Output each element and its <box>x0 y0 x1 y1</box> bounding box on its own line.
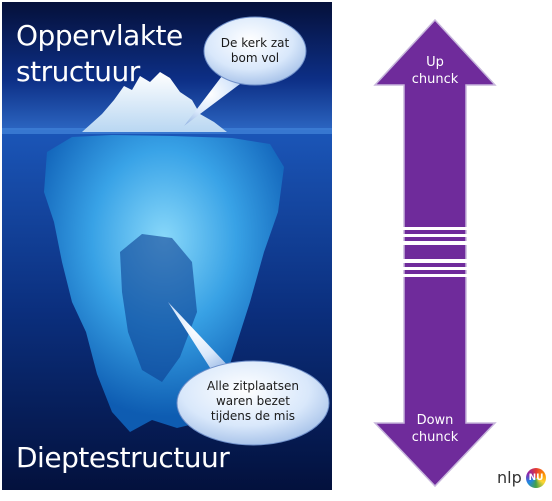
bubble-top-text: De kerk zat bom vol <box>207 36 303 66</box>
logo-text: nlp <box>497 468 522 487</box>
double-arrow-graphic <box>373 18 497 488</box>
bubble-bottom-tail <box>168 302 232 374</box>
iceberg-illustration <box>2 2 332 490</box>
nlp-nu-logo: nlp NU <box>497 467 549 491</box>
bubble-bottom-line3: tijdens de mis <box>210 409 296 423</box>
iceberg-tip <box>82 72 227 132</box>
bubble-top-tail <box>184 76 240 126</box>
bubble-bottom-line1: Alle zitplaatsen <box>206 379 299 393</box>
bubble-top-line2: bom vol <box>230 51 280 65</box>
break-stripe-1 <box>400 227 470 230</box>
deep-structure-label: Dieptestructuur <box>16 441 230 474</box>
break-stripe-3 <box>400 241 470 245</box>
break-stripe-6 <box>400 274 470 277</box>
surface-structure-label-line2: structuur <box>16 55 140 88</box>
up-chunk-line2: chunck <box>411 72 459 87</box>
bubble-top <box>203 16 307 86</box>
bubble-bottom <box>176 360 330 446</box>
iceberg-cavity <box>120 234 197 382</box>
break-stripe-4 <box>400 259 470 263</box>
up-chunk-label: Up chunck <box>360 54 510 88</box>
bubble-top-line1: De kerk zat <box>220 36 290 50</box>
chunking-arrow: Up chunck Down chunck <box>360 0 510 497</box>
bubble-bottom-text: Alle zitplaatsen waren bezet tijdens de … <box>180 379 326 424</box>
logo-badge: NU <box>526 468 546 488</box>
down-chunk-label: Down chunck <box>360 412 510 446</box>
down-chunk-line2: chunck <box>411 430 459 445</box>
break-stripe-2 <box>400 234 470 237</box>
down-chunk-line1: Down <box>416 413 454 428</box>
iceberg-image: Oppervlakte structuur De kerk zat bom vo… <box>2 2 332 490</box>
double-arrow <box>373 18 497 488</box>
bubble-bottom-line2: waren bezet <box>215 394 291 408</box>
up-chunk-line1: Up <box>426 55 444 70</box>
surface-structure-label: Oppervlakte <box>16 19 183 52</box>
break-stripe-5 <box>400 267 470 270</box>
